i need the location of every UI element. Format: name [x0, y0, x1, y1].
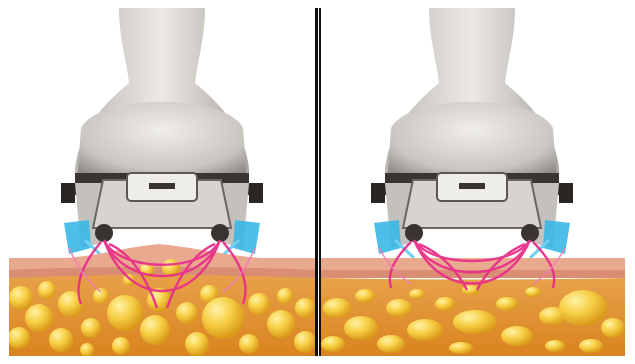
device-head	[387, 102, 557, 183]
device-head	[77, 102, 247, 183]
panel-divider	[316, 8, 318, 356]
electrode-right	[211, 224, 229, 242]
electrode-blue-right	[543, 220, 570, 254]
electrode-blue-left	[374, 220, 401, 254]
electrode-blue-right	[233, 220, 260, 254]
right-panel-illustration	[321, 8, 625, 356]
electrode-left	[405, 224, 423, 242]
left-panel	[9, 8, 316, 356]
electrode-right	[521, 224, 539, 242]
left-panel-illustration	[9, 8, 315, 356]
right-panel	[319, 8, 627, 356]
electrode-left	[95, 224, 113, 242]
electrode-blue-left	[64, 220, 91, 254]
